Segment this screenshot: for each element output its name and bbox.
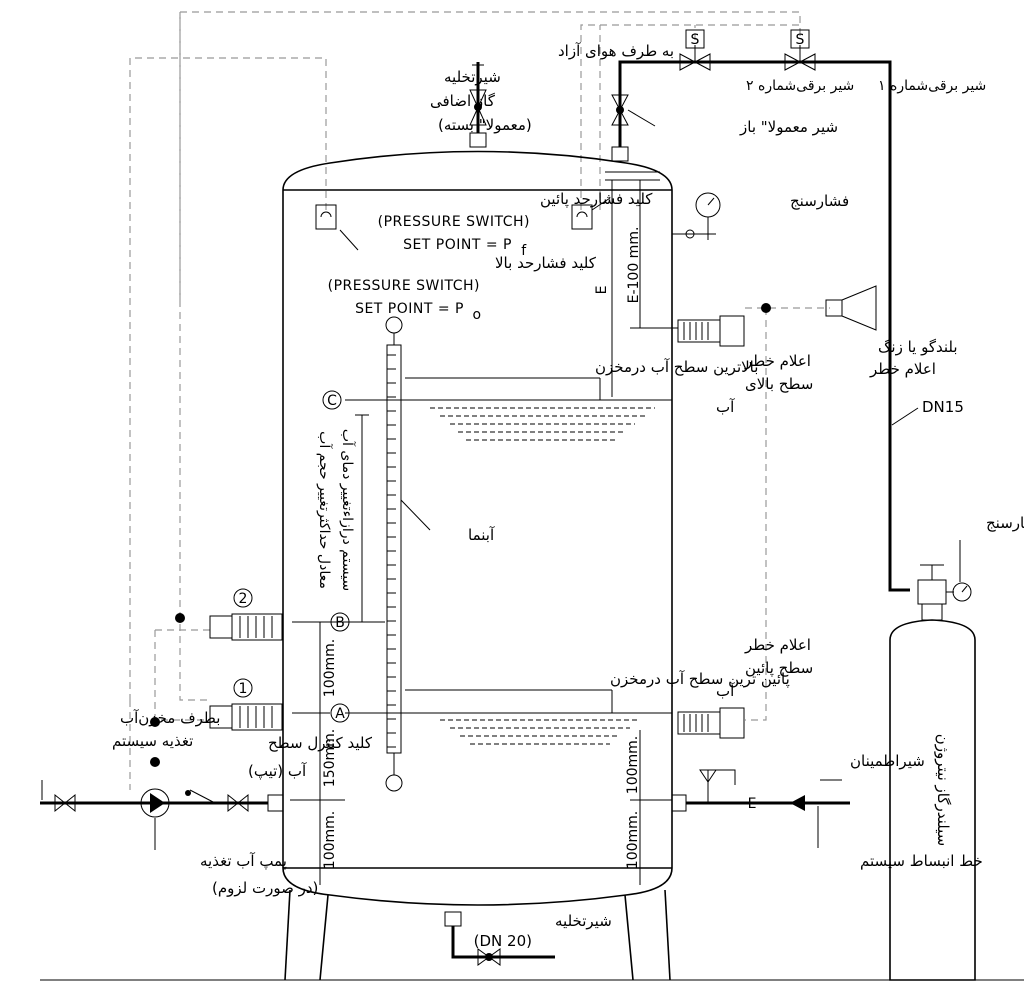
level-switch-2-num: 2 xyxy=(239,591,248,607)
range-label-2: سیستم درازاءتغییر دمای آب xyxy=(339,429,356,591)
ctrl-label-1: کلید کنترل سطح xyxy=(268,734,373,752)
leader-normally-open xyxy=(627,109,656,127)
drain-label: شیرتخلیه xyxy=(555,912,612,930)
dim-100a: 100mm. xyxy=(322,639,338,697)
dim-100b: 100mm. xyxy=(322,811,338,869)
low-alarm-label-3: آب xyxy=(716,682,735,700)
high-switch-sub: o xyxy=(472,307,481,323)
gauge-top-label: فشارسنج xyxy=(790,192,849,210)
pressure-gauge-top xyxy=(672,192,721,240)
air-vent-label: به طرف هوای آزاد xyxy=(558,42,674,60)
vent-valve xyxy=(469,62,487,133)
horn xyxy=(825,285,877,331)
solenoid-2-label: شیر برقی‌شماره ۲ xyxy=(746,78,854,94)
expansion-e: E xyxy=(748,796,757,812)
control-wiring xyxy=(129,11,830,790)
drain-valve-label-3: (معمولا" بسته) xyxy=(438,116,532,134)
level-switch-1-num: 1 xyxy=(239,681,248,697)
level-b: B xyxy=(335,615,345,631)
level-switch-1 xyxy=(150,678,283,767)
low-switch-title: کلید فشارحد پائین xyxy=(540,190,653,209)
leader-gauge-glass xyxy=(400,499,431,531)
safety-valve-label: شیراطمینان xyxy=(850,752,925,770)
level-a: A xyxy=(335,706,345,722)
level-markers xyxy=(292,390,385,723)
expansion-line xyxy=(671,769,850,848)
range-label-1: معادل حداکثرتغییر حجم آب xyxy=(316,431,333,589)
pump-label-1: پمپ آب تغذیه xyxy=(200,852,287,871)
horn-label-2: اعلام خطر xyxy=(869,360,936,378)
dimension-right xyxy=(630,730,672,885)
dimension-top xyxy=(605,171,678,397)
low-switch-en: (PRESSURE SWITCH) xyxy=(378,214,530,230)
high-switch-en: (PRESSURE SWITCH) xyxy=(328,278,480,294)
high-alarm-sensor xyxy=(677,303,771,347)
low-switch-sub: f xyxy=(521,243,527,259)
pump-label-2: (در صورت لزوم) xyxy=(212,879,318,897)
solenoid-1-label: شیر برقی‌شماره ۱ xyxy=(878,78,986,94)
leader-dn15 xyxy=(891,407,919,426)
low-alarm-label-2: سطح پائین xyxy=(745,659,813,678)
low-alarm-sensor xyxy=(677,707,745,739)
dn15-label: DN15 xyxy=(922,398,964,416)
nitrogen-line xyxy=(611,29,910,592)
cylinder-label: سیلندرگاز نیتروژن xyxy=(934,734,952,846)
high-switch-title: کلید فشارحد بالا xyxy=(495,254,597,272)
dim-e: E xyxy=(594,286,610,295)
drain-dn: (DN 20) xyxy=(474,932,532,950)
feed-line xyxy=(40,780,284,818)
min-level-label: پائین ترین سطح آب درمخزن xyxy=(610,670,790,689)
high-alarm-label-1: اعلام خطر xyxy=(744,352,811,370)
supply-label-1: بطرف مخزن‌آب xyxy=(120,709,220,727)
nitrogen-cylinder xyxy=(889,564,976,981)
water-level-max xyxy=(345,377,672,441)
solenoid-1-s: S xyxy=(796,32,805,48)
gauge-glass-label: آبنما xyxy=(468,526,495,544)
pressure-switches xyxy=(315,197,611,251)
low-switch-sp: SET POINT = P xyxy=(403,237,512,253)
bottom-drain xyxy=(444,911,555,966)
normally-open-label: شیر معمولا" باز xyxy=(739,118,838,136)
level-switch-2 xyxy=(175,588,283,641)
dimension-left xyxy=(290,622,345,885)
gauge-glass xyxy=(385,316,403,792)
high-alarm-label-2: سطح بالای xyxy=(745,375,813,393)
ctrl-label-2: آب (تیپ) xyxy=(248,762,307,781)
solenoid-2-s: S xyxy=(691,32,700,48)
drain-valve-label-2: گاز اضافی xyxy=(430,92,496,110)
dim-e100: E-100 mm. xyxy=(626,227,642,304)
max-level-label: بالاترین سطح آب درمخزن xyxy=(595,358,758,376)
dim-100c: 100mm. xyxy=(625,736,641,794)
water-level-min xyxy=(345,689,672,745)
horn-label-1: بلندگو یا زنگ xyxy=(878,338,958,356)
range-bracket xyxy=(355,414,369,622)
level-c: C xyxy=(327,393,337,409)
cylinder-gauge-label: فشارسنج xyxy=(986,514,1024,532)
low-alarm-label-1: اعلام خطر xyxy=(744,636,811,654)
high-switch-sp: SET POINT = P xyxy=(355,301,464,317)
high-alarm-label-3: آب xyxy=(716,398,735,416)
drain-valve-label-1: شیرتخلیه xyxy=(444,68,501,86)
supply-label-2: تغذیه سیستم xyxy=(112,732,193,750)
dim-150: 150mm. xyxy=(322,729,338,787)
dim-100d: 100mm. xyxy=(625,811,641,869)
expansion-label: خط انبساط سیستم xyxy=(860,852,983,870)
tank xyxy=(282,132,673,981)
